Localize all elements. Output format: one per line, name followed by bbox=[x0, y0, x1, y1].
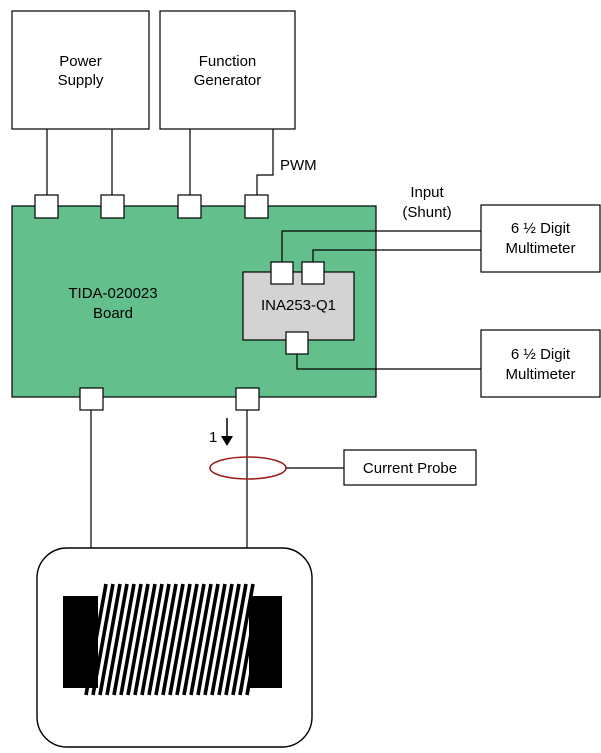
power-supply-label-line1: Power bbox=[59, 53, 102, 70]
function-generator-block: Function Generator bbox=[159, 10, 296, 130]
connector-power-1 bbox=[34, 194, 59, 219]
coil-winding bbox=[119, 583, 143, 696]
ic-pin-output bbox=[285, 331, 309, 355]
power-supply-label-line2: Supply bbox=[58, 72, 104, 89]
coil-winding bbox=[238, 596, 256, 696]
coil-winding bbox=[161, 583, 185, 696]
coil-winding bbox=[133, 583, 157, 696]
multimeter-2-label-line1: 6 ½ Digit bbox=[511, 346, 571, 363]
coil-winding bbox=[105, 583, 129, 696]
coil-winding bbox=[210, 583, 234, 696]
coil-winding bbox=[84, 583, 108, 696]
multimeter-2-label-line2: Multimeter bbox=[505, 366, 575, 383]
connector-power-2 bbox=[100, 194, 125, 219]
ic-pin-shunt-minus bbox=[301, 261, 325, 285]
coil-winding bbox=[168, 583, 192, 696]
ina253-ic: INA253-Q1 bbox=[242, 271, 355, 341]
coil-winding bbox=[140, 583, 164, 696]
coil-winding bbox=[224, 583, 248, 696]
coil-winding bbox=[189, 583, 213, 696]
function-generator-label-line1: Function bbox=[199, 53, 257, 70]
board-label-line2: Board bbox=[93, 305, 133, 322]
current-probe-block: Current Probe bbox=[343, 449, 477, 486]
coil-winding bbox=[126, 583, 150, 696]
multimeter-1-label-line1: 6 ½ Digit bbox=[511, 220, 571, 237]
inductor-core-left bbox=[63, 596, 98, 688]
coil-winding bbox=[203, 583, 227, 696]
current-probe-ring-icon bbox=[209, 456, 287, 480]
current-direction-arrow-icon bbox=[221, 418, 233, 446]
connector-coil-1 bbox=[79, 387, 104, 411]
board-label-line1: TIDA-020023 bbox=[68, 285, 157, 302]
coil-winding bbox=[91, 583, 115, 696]
coil-winding bbox=[182, 583, 206, 696]
multimeter-1-block: 6 ½ Digit Multimeter bbox=[480, 204, 601, 273]
function-generator-label-line2: Generator bbox=[194, 72, 262, 89]
coil-winding bbox=[175, 583, 199, 696]
coil-winding bbox=[217, 583, 241, 696]
power-supply-block: Power Supply bbox=[11, 10, 150, 130]
multimeter-2-block: 6 ½ Digit Multimeter bbox=[480, 329, 601, 398]
ic-pin-shunt-plus bbox=[270, 261, 294, 285]
coil-winding bbox=[98, 583, 122, 696]
coil-winding bbox=[245, 634, 256, 696]
ic-pins bbox=[270, 261, 325, 355]
inductor-coil-windings-icon bbox=[84, 583, 256, 696]
ic-label: INA253-Q1 bbox=[261, 297, 336, 314]
connector-coil-2 bbox=[235, 387, 260, 411]
connector-fg-1 bbox=[177, 194, 202, 219]
multimeter-1-label-line2: Multimeter bbox=[505, 240, 575, 257]
current-label: 1 bbox=[209, 429, 217, 446]
pwm-label: PWM bbox=[280, 157, 317, 174]
input-label-line1: Input bbox=[410, 184, 444, 201]
board-connectors-top bbox=[34, 194, 269, 219]
coil-winding bbox=[154, 583, 178, 696]
input-label-line2: (Shunt) bbox=[402, 204, 451, 221]
inductor-enclosure bbox=[36, 547, 313, 748]
coil-winding bbox=[147, 583, 171, 696]
coil-winding bbox=[231, 583, 255, 696]
current-probe-label: Current Probe bbox=[363, 460, 457, 477]
coil-winding bbox=[196, 583, 220, 696]
connector-pwm bbox=[244, 194, 269, 219]
top-wires bbox=[46, 129, 274, 195]
coil-winding bbox=[112, 583, 136, 696]
